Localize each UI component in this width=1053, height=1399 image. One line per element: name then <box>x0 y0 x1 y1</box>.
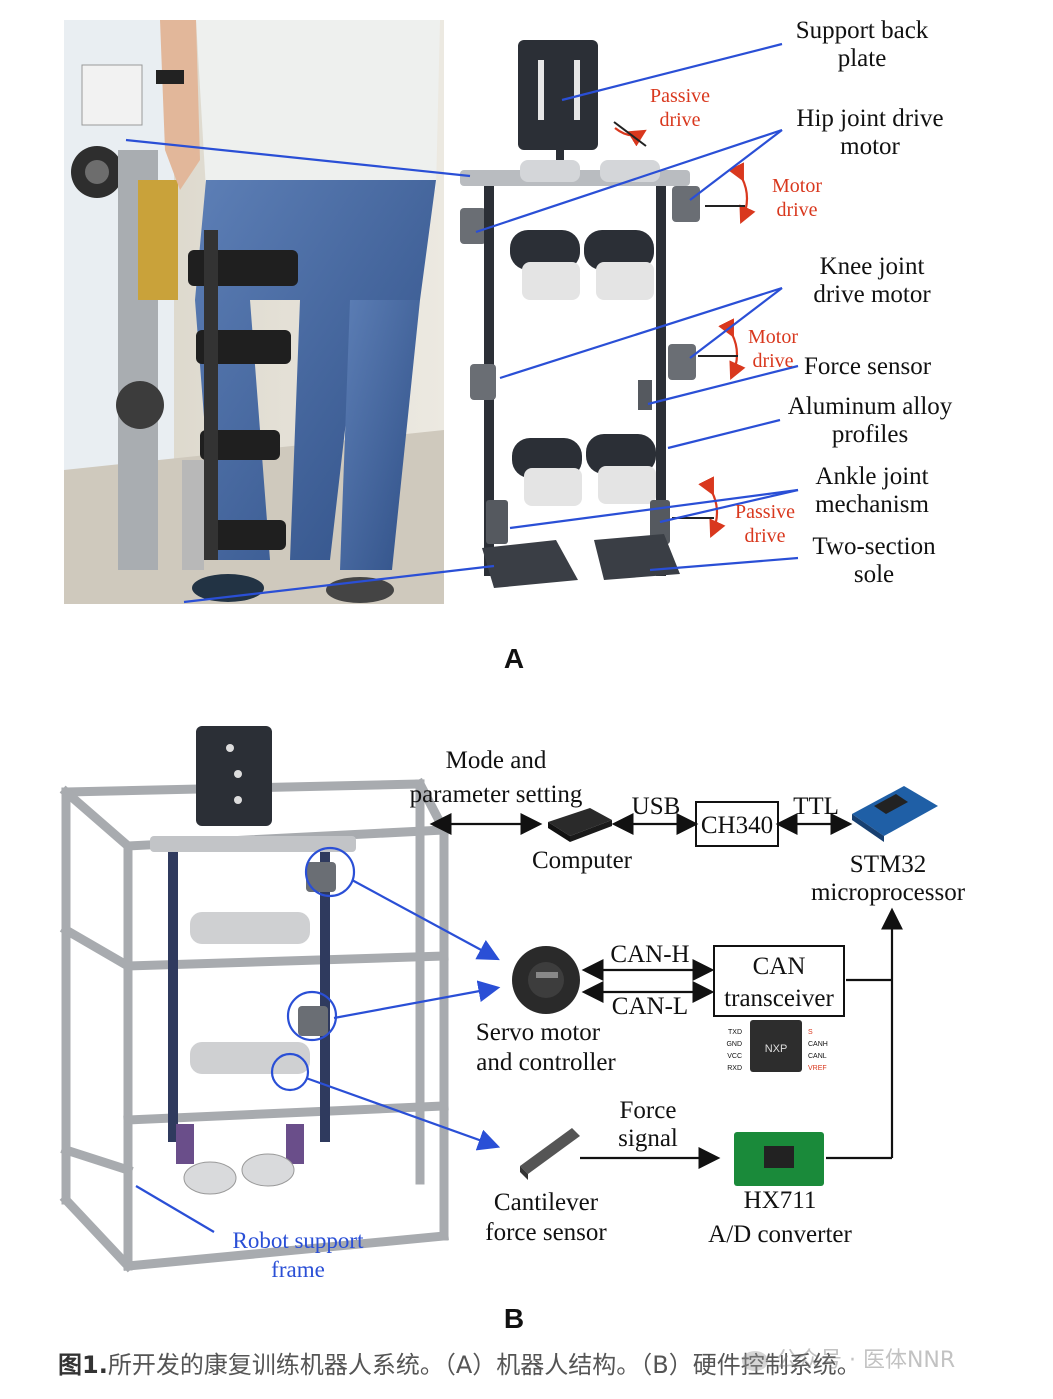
robot-support-frame <box>59 777 451 1273</box>
label-force-signal-1: Force <box>620 1097 677 1124</box>
stm32-board-icon <box>852 786 938 842</box>
label-cantilever-1: Cantilever <box>494 1189 599 1216</box>
label-passive-drive-ankle-2: drive <box>744 525 785 547</box>
robot-in-frame <box>150 726 356 1195</box>
chip-pin-left: TXD <box>728 1029 742 1036</box>
wechat-icon <box>742 1351 768 1371</box>
servo-motor-icon <box>512 946 580 1014</box>
label-motor-drive-hip-1: Motor <box>772 175 822 197</box>
label-hip-motor-1: Hip joint drive <box>796 105 943 132</box>
cantilever-sensor-icon <box>520 1128 580 1180</box>
label-usb: USB <box>632 793 681 820</box>
label-stm32-2: microprocessor <box>811 879 966 906</box>
label-motor-drive-knee-2: drive <box>752 350 793 372</box>
watermark-text: 公众号 · 医体NNR <box>776 1348 956 1373</box>
label-support-frame-1: Robot support <box>233 1228 365 1253</box>
label-ch340: CH340 <box>701 812 773 839</box>
label-knee-motor-1: Knee joint <box>820 253 925 280</box>
caption-figure-number: 图1. <box>58 1351 108 1379</box>
chip-pin-right: CANL <box>808 1053 827 1060</box>
label-mode-1: Mode and <box>446 747 547 774</box>
label-stm32-1: STM32 <box>850 851 926 878</box>
label-cantilever-2: force sensor <box>485 1219 607 1246</box>
label-passive-drive-ankle-1: Passive <box>735 501 795 523</box>
label-servo-2: and controller <box>476 1049 616 1076</box>
chip-pin-right: VREF <box>808 1065 827 1072</box>
can-chip-icon: NXP TXD GND VCC RXD S CANH CANL VREF <box>726 1020 828 1072</box>
exoskeleton-render <box>460 40 700 588</box>
panel-a-labels: Support back plate Hip joint drive motor… <box>504 17 953 674</box>
label-ttl: TTL <box>793 793 839 820</box>
label-motor-drive-knee-1: Motor <box>748 326 798 348</box>
label-motor-drive-hip-2: drive <box>776 199 817 221</box>
hx711-board-icon <box>734 1132 824 1186</box>
label-computer: Computer <box>532 847 633 874</box>
label-can-h: CAN-H <box>610 941 689 968</box>
label-ankle-1: Ankle joint <box>815 463 928 490</box>
panel-a-letter: A <box>504 643 524 674</box>
pointer-lines-a <box>125 42 799 604</box>
signal-arrows <box>429 813 903 1169</box>
label-can-transceiver-2: transceiver <box>724 985 834 1012</box>
panel-b-letter: B <box>504 1303 524 1334</box>
label-sole-2: sole <box>854 561 894 588</box>
label-sole-1: Two-section <box>812 533 936 560</box>
zoom-callouts <box>135 846 501 1233</box>
label-passive-drive-top-2: drive <box>659 109 700 131</box>
caption-text: 所开发的康复训练机器人系统。（A）机器人结构。（B）硬件控制系统。 <box>107 1351 861 1379</box>
chip-pin-right: CANH <box>808 1041 828 1048</box>
computer-icon <box>548 808 612 842</box>
watermark: 公众号 · 医体NNR <box>742 1342 955 1374</box>
label-ankle-2: mechanism <box>815 491 929 518</box>
label-passive-drive-top-1: Passive <box>650 85 710 107</box>
label-support-back-plate-2: plate <box>838 45 887 72</box>
label-force-sensor: Force sensor <box>804 353 932 380</box>
figure-caption: 图1.所开发的康复训练机器人系统。（A）机器人结构。（B）硬件控制系统。 <box>58 1345 1048 1380</box>
chip-pin-left: RXD <box>727 1065 742 1072</box>
label-can-l: CAN-L <box>612 993 688 1020</box>
label-hx711-2: A/D converter <box>708 1221 852 1248</box>
label-support-back-plate-1: Support back <box>796 17 929 44</box>
label-support-frame-2: frame <box>271 1257 325 1282</box>
label-knee-motor-2: drive motor <box>813 281 931 308</box>
label-aluminum-1: Aluminum alloy <box>788 393 953 420</box>
chip-logo: NXP <box>765 1043 788 1055</box>
drive-symbols <box>613 121 756 539</box>
label-mode-2: parameter setting <box>410 781 583 808</box>
panel-b-labels: Mode and parameter setting USB CH340 TTL… <box>233 747 966 1334</box>
chip-pin-right: S <box>808 1029 813 1036</box>
label-can-transceiver-1: CAN <box>753 953 806 980</box>
user-photo <box>64 20 444 604</box>
label-hip-motor-2: motor <box>840 133 900 160</box>
chip-pin-left: GND <box>726 1041 742 1048</box>
chip-pin-left: VCC <box>727 1053 742 1060</box>
label-hx711-1: HX711 <box>744 1187 817 1214</box>
label-force-signal-2: signal <box>618 1125 678 1152</box>
label-aluminum-2: profiles <box>832 421 908 448</box>
label-servo-1: Servo motor <box>476 1019 601 1046</box>
